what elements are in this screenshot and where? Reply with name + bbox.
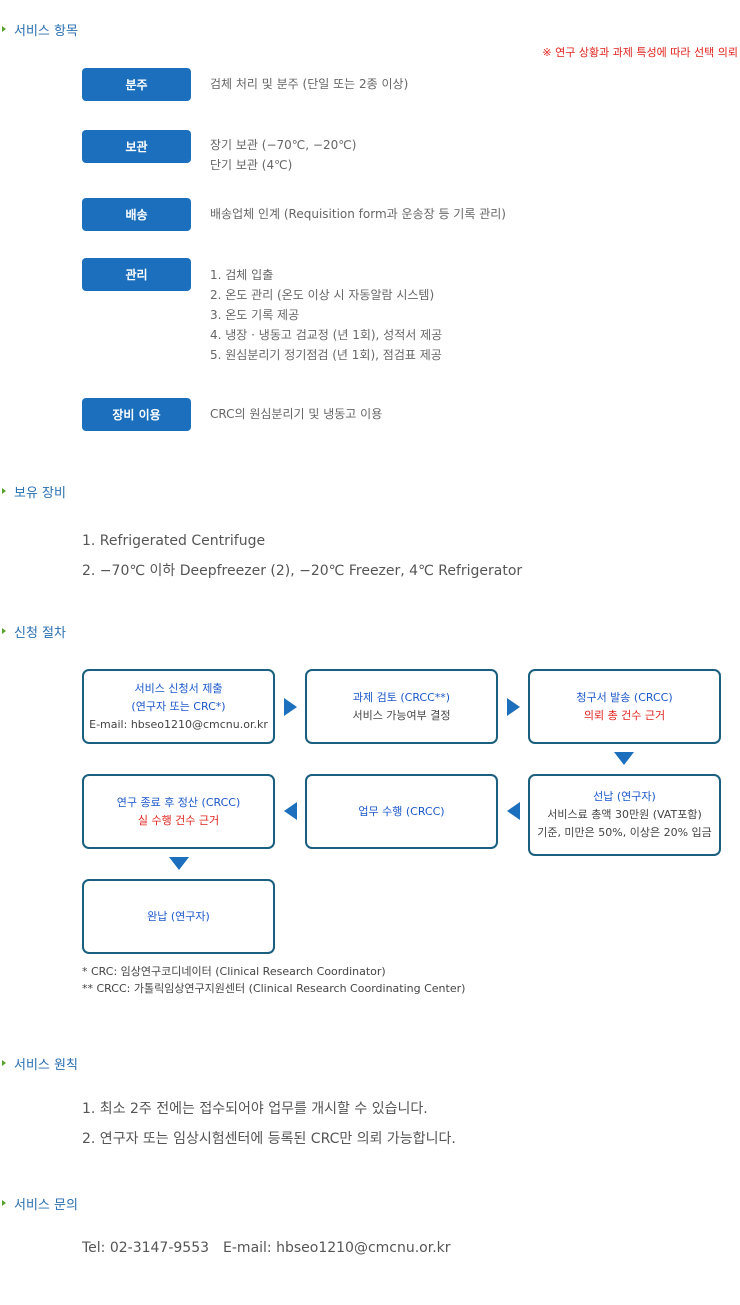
service-line: 배송업체 인계 (Requisition form과 운송장 등 기록 관리) [210, 207, 506, 221]
arrow-right-icon [507, 698, 520, 716]
section-title-principles: 서비스 원칙 [0, 1053, 78, 1073]
principles-list: 1. 최소 2주 전에는 접수되어야 업무를 개시할 수 있습니다. 2. 연구… [82, 1094, 456, 1154]
contact-tel: Tel: 02-3147-9553 [82, 1240, 210, 1256]
flow-step-title: 과제 검토 (CRCC**) [352, 690, 451, 704]
section-title-service-items: 서비스 항목 [0, 19, 78, 39]
service-row-storage: 보관 장기 보관 (−70℃, −20℃) 단기 보관 (4℃) [82, 130, 356, 175]
flow-step-detail: 서비스료 총액 30만원 (VAT포함) [547, 808, 702, 821]
flow-step-review: 과제 검토 (CRCC**) 서비스 가능여부 결정 [305, 669, 498, 744]
service-line: 3. 온도 기록 제공 [210, 308, 300, 322]
flow-step-settlement: 연구 종료 후 정산 (CRCC) 실 수행 건수 근거 [82, 774, 275, 849]
arrow-down-icon [169, 857, 189, 870]
service-row-delivery: 배송 배송업체 인계 (Requisition form과 운송장 등 기록 관… [82, 198, 506, 231]
flow-step-application: 서비스 신청서 제출 (연구자 또는 CRC*) E-mail: hbseo12… [82, 669, 275, 744]
list-item: 2. 연구자 또는 임상시험센터에 등록된 CRC만 의뢰 가능합니다. [82, 1131, 456, 1147]
section-title-text: 서비스 항목 [14, 23, 78, 39]
service-line: 단기 보관 (4℃) [210, 158, 293, 172]
arrow-bullet-icon [2, 1060, 6, 1066]
flow-step-detail: 기준, 미만은 50%, 이상은 20% 입금 [537, 826, 712, 839]
footnotes: * CRC: 임상연구코디네이터 (Clinical Research Coor… [82, 963, 465, 997]
service-line: CRC의 원심분리기 및 냉동고 이용 [210, 407, 383, 421]
contact-email: E-mail: hbseo1210@cmcnu.or.kr [223, 1240, 451, 1256]
section-title-inquiry: 서비스 문의 [0, 1193, 78, 1213]
service-description: 배송업체 인계 (Requisition form과 운송장 등 기록 관리) [210, 198, 506, 224]
service-row-equipment-use: 장비 이용 CRC의 원심분리기 및 냉동고 이용 [82, 398, 382, 431]
flow-step-detail: 서비스 가능여부 결정 [352, 708, 451, 722]
flow-step-prepayment: 선납 (연구자) 서비스료 총액 30만원 (VAT포함) 기준, 미만은 50… [528, 774, 721, 856]
list-item: 1. Refrigerated Centrifuge [82, 533, 266, 549]
flow-step-title: 서비스 신청서 제출 [134, 681, 223, 695]
section-title-procedure: 신청 절차 [0, 621, 66, 641]
flow-step-title: 연구 종료 후 정산 (CRCC) [116, 795, 241, 809]
equipment-list: 1. Refrigerated Centrifuge 2. −70℃ 이하 De… [82, 526, 522, 586]
flow-step-execution: 업무 수행 (CRCC) [305, 774, 498, 849]
service-line: 5. 원심분리기 정기점검 (년 1회), 점검표 제공 [210, 348, 442, 362]
arrow-bullet-icon [2, 26, 6, 32]
service-badge: 관리 [82, 258, 191, 291]
footnote-crc: * CRC: 임상연구코디네이터 (Clinical Research Coor… [82, 965, 386, 978]
service-badge: 장비 이용 [82, 398, 191, 431]
arrow-bullet-icon [2, 628, 6, 634]
service-badge: 보관 [82, 130, 191, 163]
service-badge: 분주 [82, 68, 191, 101]
service-row-aliquot: 분주 검체 처리 및 분주 (단일 또는 2종 이상) [82, 68, 408, 101]
arrow-bullet-icon [2, 488, 6, 494]
service-description: CRC의 원심분리기 및 냉동고 이용 [210, 398, 382, 424]
selection-note: ※ 연구 상황과 과제 특성에 따라 선택 의뢰 [542, 46, 738, 59]
service-badge: 배송 [82, 198, 191, 231]
arrow-right-icon [284, 698, 297, 716]
list-item: 2. −70℃ 이하 Deepfreezer (2), −20℃ Freezer… [82, 563, 523, 579]
arrow-left-icon [507, 802, 520, 820]
flow-step-detail: 실 수행 건수 근거 [137, 813, 220, 827]
flow-step-subtitle: (연구자 또는 CRC*) [131, 699, 226, 713]
flow-step-invoice: 청구서 발송 (CRCC) 의뢰 총 건수 근거 [528, 669, 721, 744]
list-item: 1. 최소 2주 전에는 접수되어야 업무를 개시할 수 있습니다. [82, 1101, 428, 1117]
service-line: 검체 처리 및 분주 (단일 또는 2종 이상) [210, 77, 409, 91]
service-description: 장기 보관 (−70℃, −20℃) 단기 보관 (4℃) [210, 130, 356, 175]
service-description: 검체 처리 및 분주 (단일 또는 2종 이상) [210, 68, 408, 94]
footnote-crcc: ** CRCC: 가톨릭임상연구지원센터 (Clinical Research … [82, 982, 466, 995]
flow-step-final-payment: 완납 (연구자) [82, 879, 275, 954]
section-title-text: 신청 절차 [14, 625, 66, 641]
service-line: 2. 온도 관리 (온도 이상 시 자동알람 시스템) [210, 288, 435, 302]
flow-step-detail: 의뢰 총 건수 근거 [583, 708, 666, 722]
arrow-left-icon [284, 802, 297, 820]
contact-info: Tel: 02-3147-9553 E-mail: hbseo1210@cmcnu… [82, 1240, 451, 1256]
flow-step-title: 완납 (연구자) [147, 909, 210, 923]
service-description: 1. 검체 입출 2. 온도 관리 (온도 이상 시 자동알람 시스템) 3. … [210, 258, 442, 365]
flow-step-email: E-mail: hbseo1210@cmcnu.or.kr [89, 717, 268, 731]
service-line: 1. 검체 입출 [210, 268, 274, 282]
section-title-text: 서비스 문의 [14, 1197, 78, 1213]
arrow-bullet-icon [2, 1200, 6, 1206]
service-row-management: 관리 1. 검체 입출 2. 온도 관리 (온도 이상 시 자동알람 시스템) … [82, 258, 442, 365]
section-title-equipment: 보유 장비 [0, 481, 66, 501]
flow-step-title: 업무 수행 (CRCC) [358, 804, 445, 818]
flow-step-title: 선납 (연구자) [593, 790, 656, 803]
section-title-text: 서비스 원칙 [14, 1057, 78, 1073]
arrow-down-icon [614, 752, 634, 765]
section-title-text: 보유 장비 [14, 485, 66, 501]
flow-step-title: 청구서 발송 (CRCC) [576, 690, 673, 704]
service-line: 장기 보관 (−70℃, −20℃) [210, 138, 357, 152]
service-line: 4. 냉장 · 냉동고 검교정 (년 1회), 성적서 제공 [210, 328, 443, 342]
